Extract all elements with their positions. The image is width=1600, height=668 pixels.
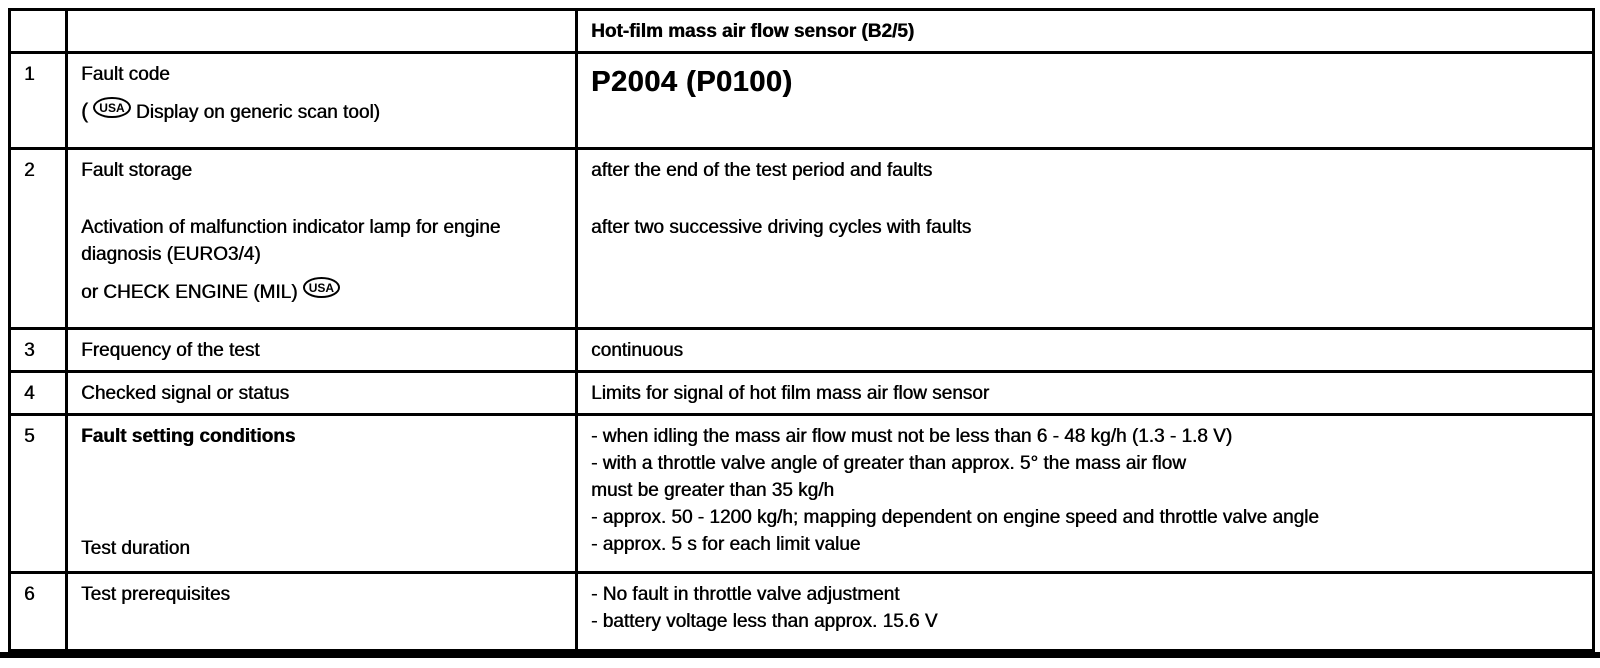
header-label-cell [65, 8, 578, 54]
fault-code-label-cell: Fault code ( USA Display on generic scan… [65, 51, 578, 150]
test-duration-value: - approx. 5 s for each limit value [591, 534, 861, 555]
fault-storage-label-cell: Fault storage Activation of malfunction … [65, 147, 578, 330]
row-number: 3 [8, 327, 68, 373]
usa-badge-icon: USA [302, 277, 341, 298]
table-row: 5 Fault setting conditions Test duration… [8, 413, 1595, 574]
table-row: 4 Checked signal or status Limits for si… [8, 370, 1595, 416]
usa-badge-icon: USA [93, 97, 131, 118]
row-number: 5 [8, 413, 68, 574]
condition-line: - approx. 50 - 1200 kg/h; mapping depend… [591, 507, 1319, 528]
fault-storage-value-cell: after the end of the test period and fau… [575, 147, 1595, 330]
fault-code-subline: ( USA Display on generic scan tool) [81, 97, 565, 126]
diagnostic-fault-table: Hot-film mass air flow sensor (B2/5) 1 F… [8, 8, 1595, 652]
row-number: 2 [8, 147, 68, 330]
test-frequency-label: Frequency of the test [65, 327, 578, 373]
scan-tool-note: Display on generic scan tool) [135, 102, 380, 123]
check-engine-text: or CHECK ENGINE (MIL) [81, 282, 298, 303]
table-bottom-rule [0, 652, 1600, 658]
fault-code-value: P2004 (P0100) [591, 66, 793, 98]
test-prerequisites-label: Test prerequisites [65, 571, 578, 652]
condition-line: - with a throttle valve angle of greater… [591, 453, 1186, 474]
row-number: 1 [8, 51, 68, 150]
prerequisite-line: - battery voltage less than approx. 15.6… [591, 611, 938, 632]
table-row: 1 Fault code ( USA Display on generic sc… [8, 51, 1595, 150]
fault-code-value-cell: P2004 (P0100) [575, 51, 1595, 150]
table-row: 6 Test prerequisites - No fault in throt… [8, 571, 1595, 652]
table-header-row: Hot-film mass air flow sensor (B2/5) [8, 8, 1595, 54]
test-duration-label: Test duration [81, 538, 190, 559]
row-number: 4 [8, 370, 68, 416]
test-prerequisites-value-cell: - No fault in throttle valve adjustment … [575, 571, 1595, 652]
mil-activation-value-line: after two successive driving cycles with… [591, 217, 972, 238]
fault-storage-value-line: after the end of the test period and fau… [591, 160, 933, 181]
header-number-cell [8, 8, 68, 54]
checked-signal-label: Checked signal or status [65, 370, 578, 416]
check-engine-label: or CHECK ENGINE (MIL) USA [81, 277, 565, 306]
fault-setting-label-cell: Fault setting conditions Test duration [65, 413, 578, 574]
fault-setting-value-cell: - when idling the mass air flow must not… [575, 413, 1595, 574]
open-paren: ( [81, 100, 88, 123]
table-title: Hot-film mass air flow sensor (B2/5) [575, 8, 1595, 54]
table-row: 3 Frequency of the test continuous [8, 327, 1595, 373]
table-row: 2 Fault storage Activation of malfunctio… [8, 147, 1595, 330]
fault-code-label: Fault code [81, 64, 170, 85]
fault-setting-conditions-label: Fault setting conditions [81, 426, 296, 447]
row-number: 6 [8, 571, 68, 652]
prerequisite-line: - No fault in throttle valve adjustment [591, 584, 900, 605]
test-frequency-value: continuous [575, 327, 1595, 373]
checked-signal-value: Limits for signal of hot film mass air f… [575, 370, 1595, 416]
mil-activation-label: Activation of malfunction indicator lamp… [81, 217, 501, 265]
fault-storage-label: Fault storage [81, 160, 192, 181]
condition-line: - when idling the mass air flow must not… [591, 426, 1233, 447]
condition-line: must be greater than 35 kg/h [591, 480, 834, 501]
